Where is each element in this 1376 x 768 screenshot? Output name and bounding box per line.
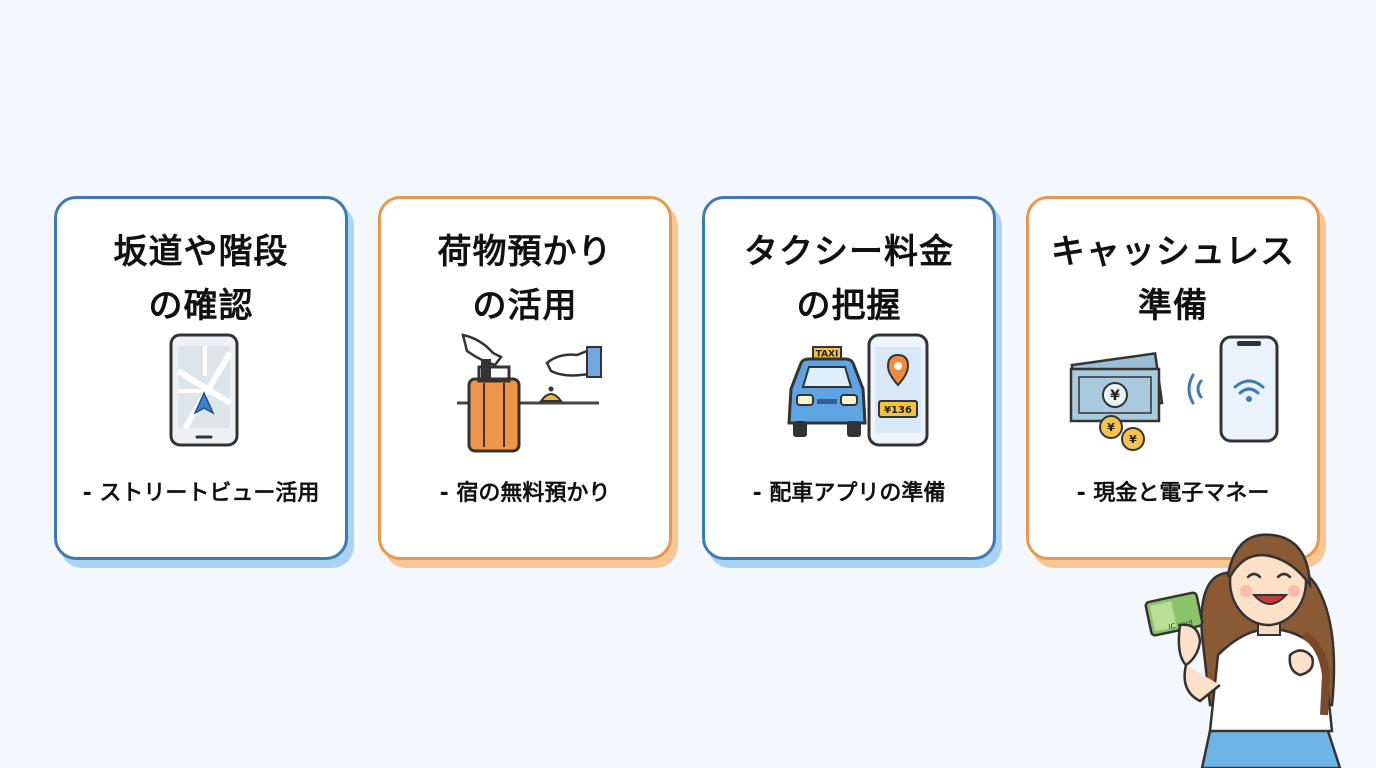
svg-text:¥: ¥ <box>1110 388 1120 404</box>
svg-text:TAXI: TAXI <box>816 350 839 360</box>
cash-and-phone-icon: ¥ ¥ ¥ <box>1069 335 1279 451</box>
card-title: 坂道や階段 の確認 <box>113 232 289 326</box>
card-title: キャッシュレス 準備 <box>1050 232 1296 326</box>
card-subtitle: - 配車アプリの準備 <box>752 481 946 506</box>
card-taxi-fare: タクシー料金 の把握 TAXI ¥136 - 配車アプリの準備 <box>702 196 996 560</box>
svg-text:¥: ¥ <box>1129 433 1137 446</box>
card-cashless-prep: キャッシュレス 準備 ¥ ¥ ¥ - 現金と電子マネー <box>1026 196 1320 560</box>
card-subtitle: - 現金と電子マネー <box>1076 481 1270 506</box>
woman-holding-ic-card-illustration: IC card <box>1144 533 1342 768</box>
card-slope-check: 坂道や階段 の確認 - ストリートビュー活用 <box>54 196 348 560</box>
taxi-app-icon: TAXI ¥136 <box>787 333 929 447</box>
smartphone-map-icon <box>169 333 239 447</box>
card-luggage-storage: 荷物預かり の活用 - 宿の無料預かり <box>378 196 672 560</box>
svg-text:¥: ¥ <box>1107 421 1115 434</box>
card-title: タクシー料金 の把握 <box>744 232 954 326</box>
card-subtitle: - 宿の無料預かり <box>439 481 611 506</box>
luggage-handover-icon <box>457 333 602 453</box>
card-subtitle: - ストリートビュー活用 <box>82 481 320 506</box>
card-title: 荷物預かり の活用 <box>437 232 613 326</box>
svg-text:¥136: ¥136 <box>884 405 912 416</box>
